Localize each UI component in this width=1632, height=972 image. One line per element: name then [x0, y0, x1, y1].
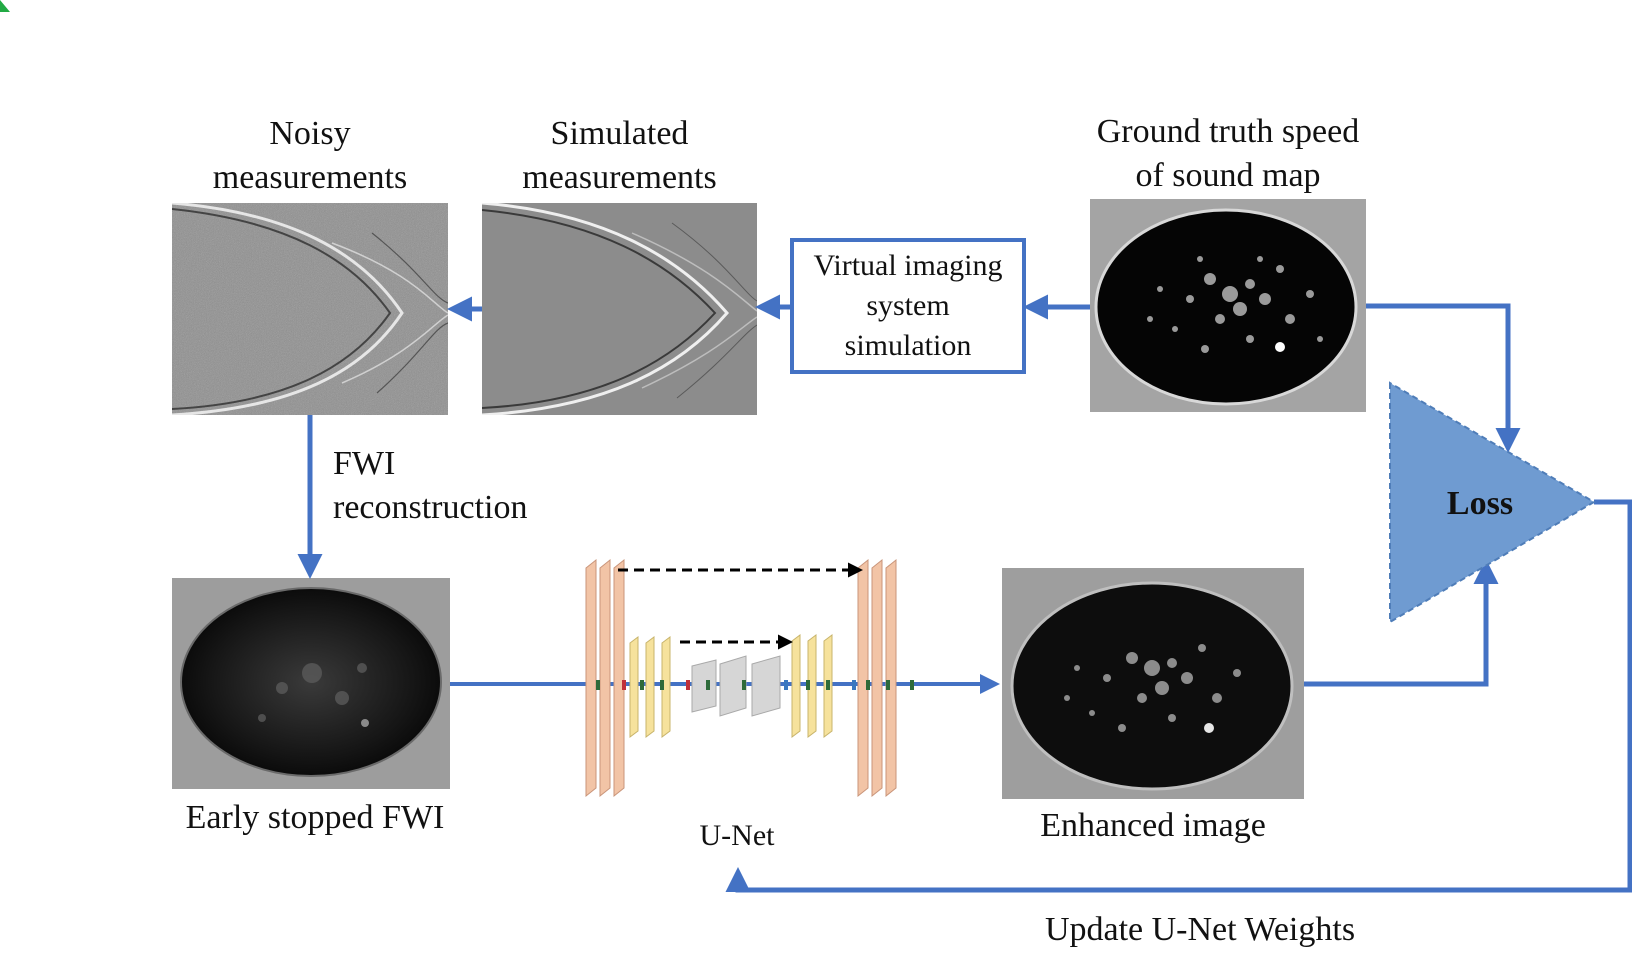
virtual-imaging-label: Virtual imaging system simulation: [792, 246, 1024, 366]
corner-mark: [0, 0, 10, 12]
ground-truth-label-line2: of sound map: [1135, 157, 1321, 194]
ground-truth-sos-map-image: [1090, 199, 1366, 412]
loss-label: Loss: [1446, 485, 1514, 522]
fwi-label-line1: FWI: [333, 445, 396, 482]
arrow-enhanced-to-loss: [1304, 559, 1499, 687]
update-unet-weights-label: Update U-Net Weights: [1044, 911, 1356, 948]
early-stopped-fwi-image: [172, 578, 450, 789]
fwi-label-line2: reconstruction: [333, 489, 528, 526]
virtual-label-line1: Virtual imaging: [813, 249, 1003, 282]
unet-block: [585, 558, 914, 798]
noisy-label-line2: measurements: [212, 159, 408, 196]
virtual-imaging-box: [790, 238, 1026, 374]
noisy-measurements-label: Noisy measurements: [172, 112, 448, 200]
simulated-label-line1: Simulated: [550, 115, 689, 152]
unet-label: U-Net: [699, 819, 775, 852]
simulated-measurements-label: Simulated measurements: [482, 112, 757, 200]
arrow-gt-to-loss: [1366, 303, 1521, 453]
ground-truth-label: Ground truth speed of sound map: [1060, 110, 1396, 198]
fwi-reconstruction-label: FWI reconstruction: [333, 442, 528, 530]
simulated-measurements-image: [482, 203, 757, 415]
noisy-label-line1: Noisy: [269, 115, 351, 152]
enhanced-image: [1002, 568, 1304, 799]
noisy-measurements-image: [172, 203, 448, 415]
virtual-label-line2: system: [866, 289, 950, 322]
enhanced-image-label: Enhanced image: [1040, 807, 1266, 844]
simulated-label-line2: measurements: [522, 159, 717, 196]
ground-truth-label-line1: Ground truth speed: [1096, 113, 1360, 150]
virtual-label-line3: simulation: [844, 329, 972, 362]
early-stopped-fwi-label: Early stopped FWI: [185, 799, 445, 836]
loss-triangle: [1389, 381, 1596, 624]
arrow-loss-to-unet-update: [725, 499, 1632, 893]
